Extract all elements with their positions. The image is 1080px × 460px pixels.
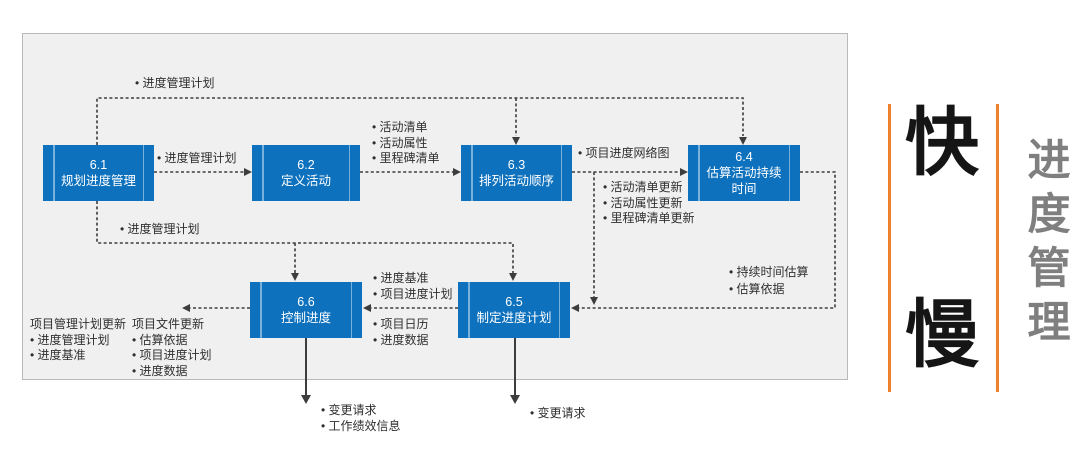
process-id: 6.5 [505,295,523,309]
arrowheads [182,137,747,404]
label-bottom-loop: • 进度管理计划 [120,222,200,238]
fast-character: 快 [905,101,979,184]
label-line: • 项目进度网络图 [578,146,670,160]
label-line: • 变更请求 [530,406,586,420]
process-name: 估算活动持续时间 [706,166,782,196]
slow-character: 慢 [905,293,979,376]
process-flow-panel [22,33,848,380]
label-line: • 进度管理计划 [30,332,110,347]
label-line: • 项目日历 [373,317,429,331]
label-line: • 进度管理计划 [135,76,215,90]
label-line: • 里程碑清单更新 [603,211,695,225]
process-box-6-2: 6.2 定义活动 [252,145,360,201]
label-65-down-outputs: • 变更请求 [530,406,586,422]
process-box-6-4: 6.4 估算活动持续时间 [688,145,800,201]
label-65-to-66-above: • 进度基准 • 项目进度计划 [373,271,453,302]
label-line: • 估算依据 [729,281,785,296]
arrow-61-bottom-loop [96,201,514,273]
label-top-loop: • 进度管理计划 [135,76,215,92]
label-63-to-64: • 项目进度网络图 [578,146,670,162]
label-line: • 活动属性更新 [603,195,683,210]
label-line: • 变更请求 [321,403,377,417]
label-line: • 活动清单更新 [603,180,683,194]
process-name: 排列活动顺序 [478,174,554,188]
process-box-6-5: 6.5 制定进度计划 [458,282,570,338]
process-name: 制定进度计划 [476,311,552,325]
label-65-to-66-below: • 项目日历 • 进度数据 [373,317,429,348]
label-line: • 活动清单 [372,120,428,134]
process-id: 6.6 [297,295,315,309]
label-line: • 项目进度计划 [132,348,212,362]
process-name: 规划进度管理 [60,174,136,188]
label-heading: 项目管理计划更新 [30,317,127,331]
process-id: 6.2 [297,158,315,172]
process-box-6-6: 6.6 控制进度 [250,282,362,338]
vertical-title: 进度管理 [1021,137,1069,353]
label-62-to-63: • 活动清单 • 活动属性 • 里程碑清单 [372,120,440,167]
process-box-6-3: 6.3 排列活动顺序 [461,145,572,201]
label-line: • 进度数据 [373,332,429,347]
label-61-to-62: • 进度管理计划 [157,151,237,167]
label-line: • 进度数据 [132,363,188,378]
label-line: • 项目进度计划 [373,286,453,301]
label-64-to-65: • 持续时间估算 • 估算依据 [729,264,809,297]
label-line: • 进度管理计划 [120,222,200,236]
label-line: • 里程碑清单 [372,151,440,165]
process-box-6-1: 6.1 规划进度管理 [43,145,154,201]
label-63-to-65: • 活动清单更新 • 活动属性更新 • 里程碑清单更新 [603,180,695,227]
label-line: • 进度基准 [30,348,86,362]
label-line: • 工作绩效信息 [321,418,401,433]
process-id: 6.4 [735,150,753,164]
process-id: 6.3 [507,158,526,172]
label-line: • 进度基准 [373,271,429,285]
arrow-64-to-65 [579,171,836,309]
label-66-outputs-doc-updates: 项目文件更新 • 估算依据 • 项目进度计划 • 进度数据 [132,317,212,379]
label-66-down-outputs: • 变更请求 • 工作绩效信息 [321,403,401,434]
label-line: • 活动属性 [372,135,428,150]
accent-line-right [996,104,999,392]
label-66-outputs-plan-updates: 项目管理计划更新 • 进度管理计划 • 进度基准 [30,317,126,364]
arrow-61-top-loop [96,97,744,145]
label-line: • 进度管理计划 [157,151,237,165]
process-id: 6.1 [89,158,108,172]
accent-line-left [888,104,891,392]
label-line: • 估算依据 [132,332,188,347]
label-heading: 项目文件更新 [132,317,205,331]
process-name: 定义活动 [280,174,331,188]
process-name: 控制进度 [280,311,331,325]
label-line: • 持续时间估算 [729,265,809,279]
